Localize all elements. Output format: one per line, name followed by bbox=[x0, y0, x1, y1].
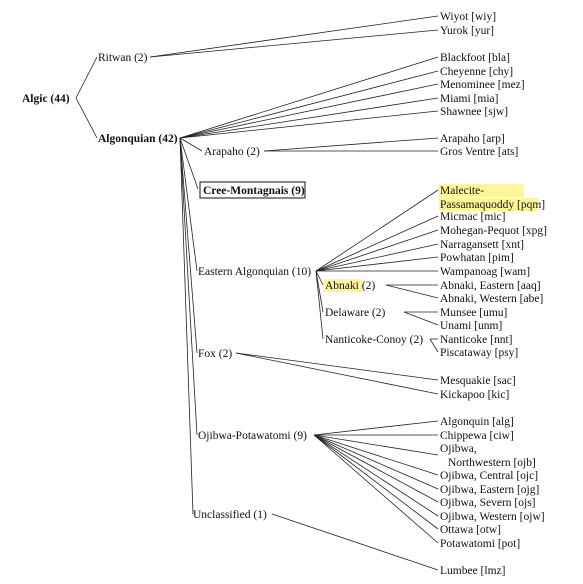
highlight-malecite-line1 bbox=[439, 184, 524, 197]
node-algonquian: Algonquian (42) bbox=[98, 133, 178, 145]
leaf-powhatan: Powhatan [pim] bbox=[440, 252, 514, 264]
leaf-cheyenne: Cheyenne [chy] bbox=[440, 66, 513, 78]
edge-arapaho-arapaho bbox=[263, 137, 439, 152]
edge-algonquian-shawnee bbox=[179, 110, 439, 139]
node-arapaho-group: Arapaho (2) bbox=[204, 146, 260, 158]
edge-algic-algonquian bbox=[75, 97, 98, 139]
edge-ojibwa-severn bbox=[313, 434, 439, 503]
leaf-miami: Miami [mia] bbox=[440, 93, 498, 105]
leaf-malecite-code: [pqm] bbox=[514, 199, 545, 211]
edge-ojibwa-central bbox=[313, 434, 439, 476]
edge-eastern-abnaki bbox=[315, 270, 324, 286]
edge-eastern-nanticoke bbox=[315, 270, 324, 340]
node-nanticoke-conoy: Nanticoke-Conoy (2) bbox=[325, 334, 423, 346]
edge-fox-mesquakie bbox=[235, 352, 439, 381]
leaf-arapaho: Arapaho [arp] bbox=[440, 133, 505, 145]
edge-fox-kickapoo bbox=[235, 352, 439, 395]
leaf-kickapoo: Kickapoo [kic] bbox=[440, 389, 509, 401]
edge-algonquian-cheyenne bbox=[179, 70, 439, 139]
highlight-malecite-line2 bbox=[439, 198, 538, 211]
leaf-gros-ventre: Gros Ventre [ats] bbox=[440, 146, 518, 158]
edge-algonquian-miami bbox=[179, 97, 439, 139]
leaf-algonquin: Algonquin [alg] bbox=[440, 416, 514, 428]
leaf-mohegan-pequot: Mohegan-Pequot [xpg] bbox=[440, 225, 547, 237]
leaf-lumbee: Lumbee [lmz] bbox=[440, 565, 505, 577]
leaf-munsee: Munsee [umu] bbox=[440, 307, 507, 319]
edge-nanticoke-piscataway bbox=[429, 338, 439, 353]
leaf-nanticoke: Nanticoke [nnt] bbox=[440, 334, 513, 346]
leaf-yurok: Yurok [yur] bbox=[440, 25, 494, 37]
node-algic: Algic (44) bbox=[22, 93, 70, 105]
edge-ojibwa-eastern bbox=[313, 434, 439, 490]
edge-algonquian-fox bbox=[179, 137, 198, 354]
leaf-ojibwa-nw-line2: Northwestern [ojb] bbox=[448, 457, 536, 469]
node-eastern-algonquian: Eastern Algonquian (10) bbox=[198, 266, 311, 278]
leaf-ojibwa-central: Ojibwa, Central [ojc] bbox=[440, 470, 538, 482]
leaf-unami: Unami [unm] bbox=[440, 320, 502, 332]
leaf-shawnee: Shawnee [sjw] bbox=[440, 106, 508, 118]
node-abnaki-count: (2) bbox=[359, 280, 375, 292]
edge-unclassified-lumbee bbox=[271, 513, 439, 571]
edge-ojibwa-nw bbox=[313, 434, 439, 456]
leaf-malecite-line1: Malecite- bbox=[440, 185, 484, 197]
leaf-wampanoag: Wampanoag [wam] bbox=[440, 266, 530, 278]
cree-montagnais-box bbox=[199, 181, 306, 199]
leaf-micmac: Micmac [mic] bbox=[440, 211, 505, 223]
leaf-blackfoot: Blackfoot [bla] bbox=[440, 52, 510, 64]
node-abnaki: Abnaki (2) bbox=[325, 280, 375, 292]
edge-ritwan-wiyot bbox=[149, 15, 439, 58]
node-unclassified: Unclassified (1) bbox=[193, 509, 267, 521]
leaf-ottawa: Ottawa [otw] bbox=[440, 524, 501, 536]
edge-algonquian-cree bbox=[179, 137, 199, 190]
leaf-abnaki-eastern: Abnaki, Eastern [aaq] bbox=[440, 280, 541, 292]
leaf-narragansett: Narragansett [xnt] bbox=[440, 239, 524, 251]
edge-eastern-narragansett bbox=[315, 243, 439, 272]
edge-ritwan-yurok bbox=[149, 29, 439, 58]
edge-algonquian-menominee bbox=[179, 83, 439, 139]
edge-ojibwa-algonquin bbox=[313, 420, 439, 436]
leaf-mesquakie: Mesquakie [sac] bbox=[440, 375, 516, 387]
edge-eastern-mohegan bbox=[315, 229, 439, 272]
leaf-ojibwa-severn: Ojibwa, Severn [ojs] bbox=[440, 497, 536, 509]
leaf-abnaki-western: Abnaki, Western [abe] bbox=[440, 293, 543, 305]
node-ojibwa-potawatomi: Ojibwa-Potawatomi (9) bbox=[198, 430, 307, 442]
edge-algic-ritwan bbox=[75, 56, 98, 99]
leaf-malecite-name: Passamaquoddy bbox=[440, 199, 514, 211]
leaf-ojibwa-eastern: Ojibwa, Eastern [ojg] bbox=[440, 484, 539, 496]
edge-delaware-unami bbox=[403, 311, 439, 326]
tree-edges bbox=[75, 15, 439, 571]
edge-ojibwa-western bbox=[313, 434, 439, 517]
edge-eastern-powhatan bbox=[315, 256, 439, 272]
leaf-potawatomi: Potawatomi [pot] bbox=[440, 538, 520, 550]
node-cree-montagnais: Cree-Montagnais (9) bbox=[203, 185, 305, 197]
edge-algonquian-eastern bbox=[179, 137, 198, 272]
edge-ojibwa-potawatomi bbox=[313, 434, 439, 544]
leaf-malecite-line2: Passamaquoddy [pqm] bbox=[440, 199, 545, 211]
node-ritwan: Ritwan (2) bbox=[98, 52, 148, 64]
leaf-ojibwa-nw-line1: Ojibwa, bbox=[440, 443, 477, 455]
edge-ojibwa-ottawa bbox=[313, 434, 439, 530]
edge-algonquian-unclassified bbox=[179, 137, 194, 515]
highlight-abnaki bbox=[324, 279, 362, 292]
leaf-menominee: Menominee [mez] bbox=[440, 79, 525, 91]
leaf-chippewa: Chippewa [ciw] bbox=[440, 430, 514, 442]
edge-algonquian-arapaho bbox=[179, 137, 203, 152]
edge-algonquian-ojibwa bbox=[179, 137, 198, 436]
edge-eastern-micmac bbox=[315, 215, 439, 272]
leaf-ojibwa-western: Ojibwa, Western [ojw] bbox=[440, 511, 545, 523]
edge-abnaki-western bbox=[385, 284, 439, 299]
edge-eastern-malecite bbox=[315, 189, 439, 272]
node-fox: Fox (2) bbox=[198, 348, 232, 360]
node-abnaki-name: Abnaki bbox=[325, 280, 359, 292]
edge-eastern-delaware bbox=[315, 270, 324, 313]
node-delaware: Delaware (2) bbox=[325, 307, 386, 319]
leaf-wiyot: Wiyot [wiy] bbox=[440, 11, 496, 23]
edge-algonquian-blackfoot bbox=[179, 56, 439, 139]
leaf-piscataway: Piscataway [psy] bbox=[440, 347, 518, 359]
